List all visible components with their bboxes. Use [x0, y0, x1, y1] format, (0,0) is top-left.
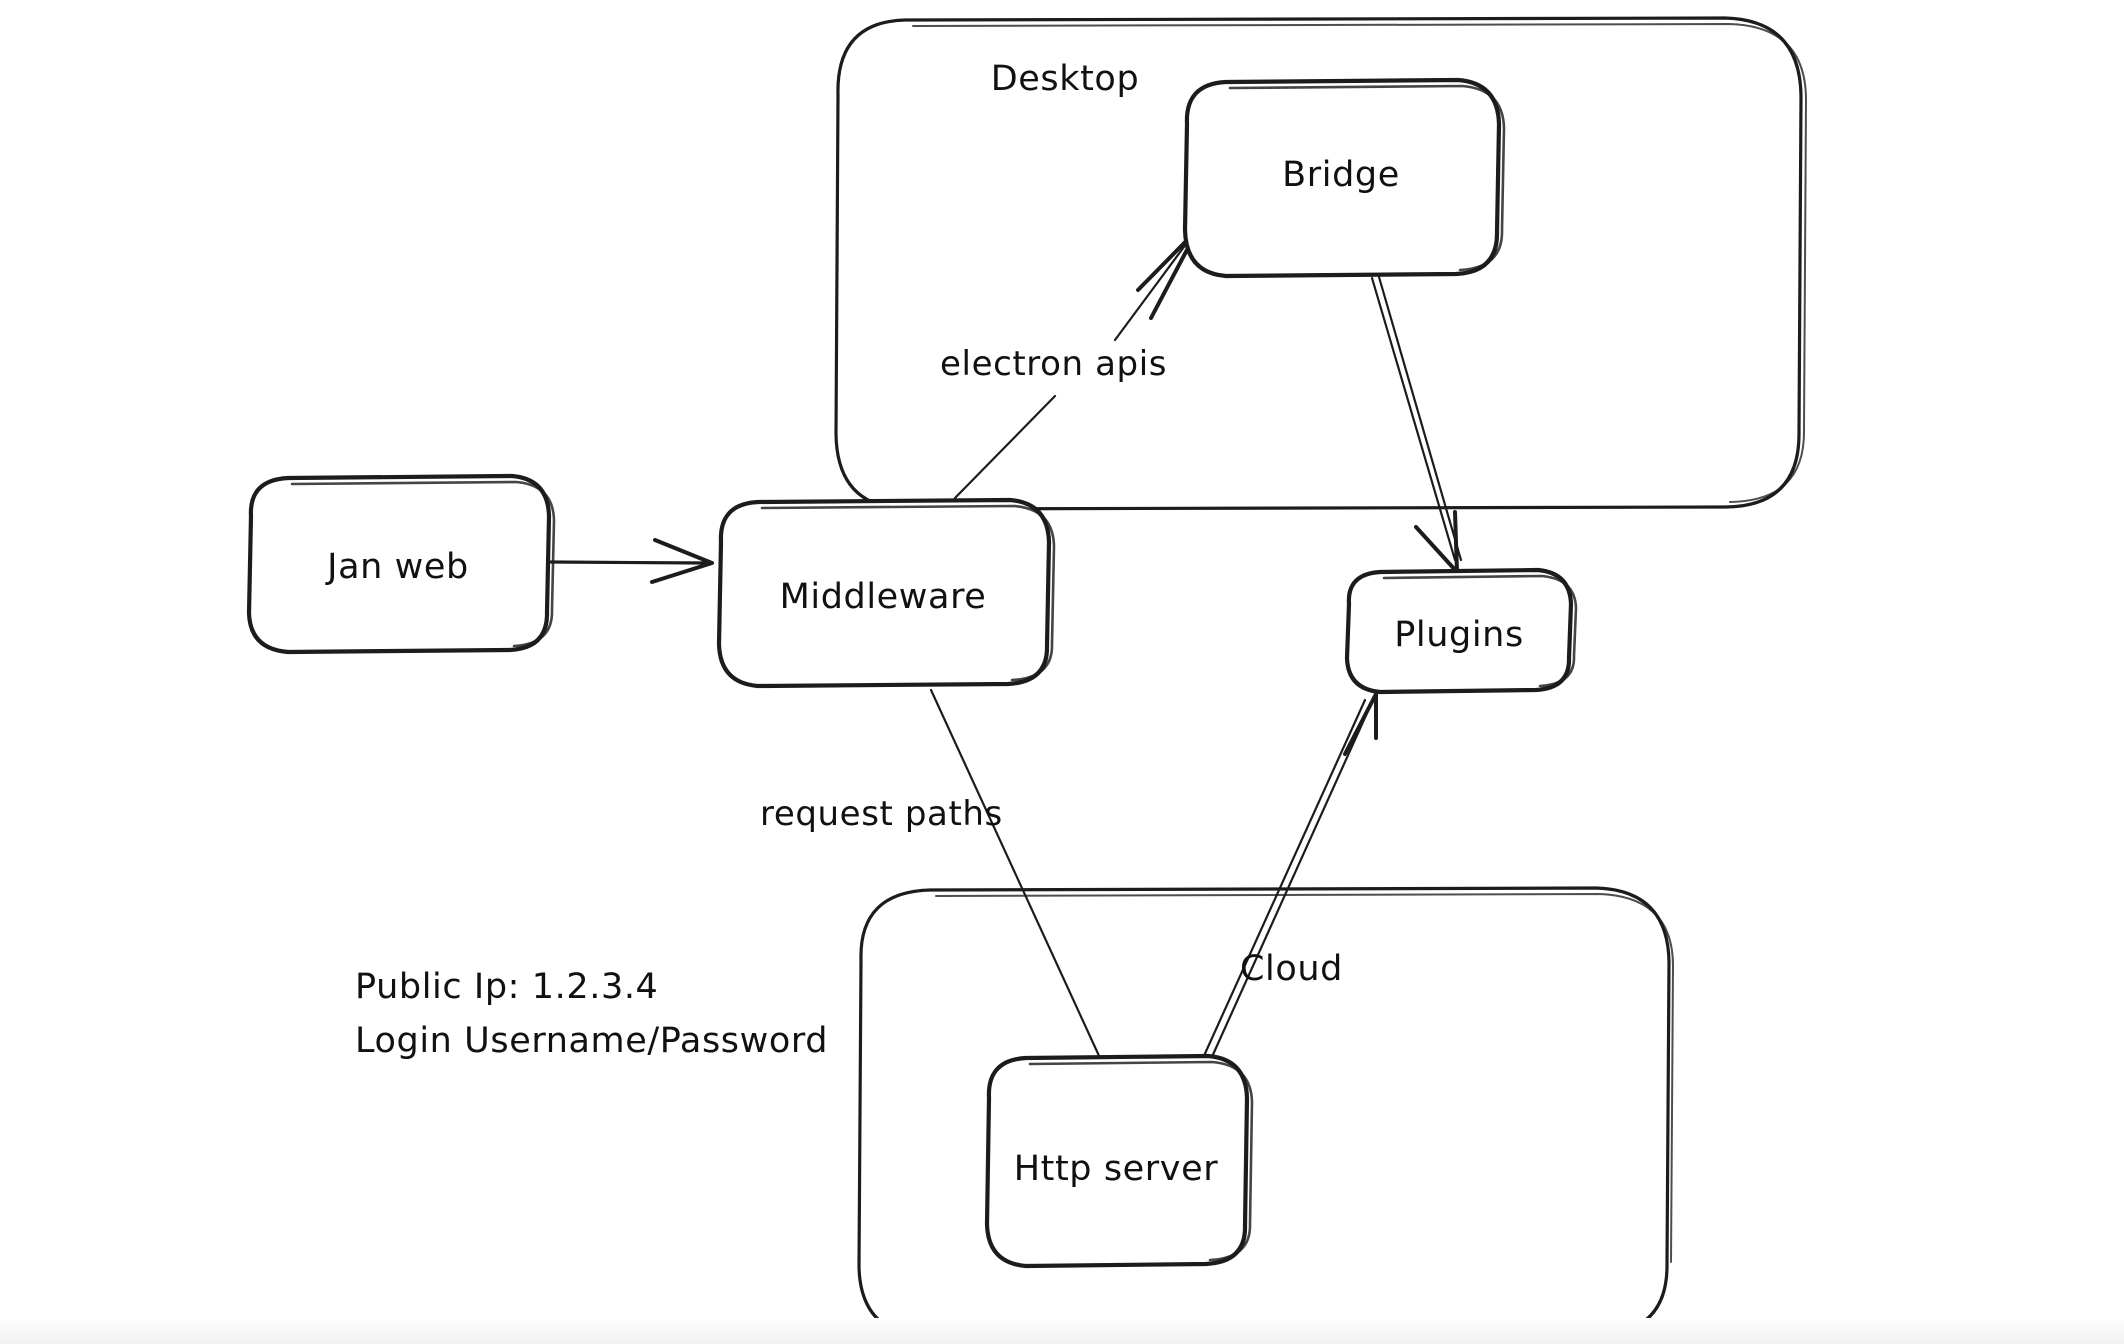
cloud-container-outline-sketch	[935, 893, 1674, 1263]
container-label-desktop: Desktop	[991, 59, 1140, 99]
edge-middleware-to-bridge[interactable]: electron apis	[940, 227, 1200, 500]
edge-line-a	[1370, 276, 1457, 562]
edge-label-electron-apis: electron apis	[940, 344, 1167, 384]
edge-line	[549, 560, 708, 565]
edge-bridge-to-plugins[interactable]	[1370, 275, 1463, 574]
edge-line	[953, 394, 1057, 500]
desktop-container-outline-sketch	[912, 23, 1807, 503]
node-label-plugins: Plugins	[1394, 615, 1524, 655]
node-box-outline-sketch	[290, 480, 556, 648]
arrowhead-icon	[650, 538, 714, 584]
edge-janweb-to-middleware[interactable]	[549, 538, 714, 584]
node-label-middleware: Middleware	[780, 577, 987, 617]
edge-label-request-paths: request paths	[760, 794, 1003, 834]
edge-line-a	[1201, 698, 1367, 1060]
node-middleware[interactable]: Middleware	[716, 497, 1056, 689]
node-box-outline-sketch	[1382, 574, 1578, 688]
edge-line	[929, 688, 1102, 1060]
edge-middleware-to-httpserver[interactable]: request paths	[760, 688, 1102, 1060]
note-line-login: Login Username/Password	[355, 1021, 828, 1061]
node-plugins[interactable]: Plugins	[1344, 567, 1578, 695]
node-label-jan-web: Jan web	[325, 547, 469, 587]
edge-httpserver-to-plugins[interactable]: Cloud	[1201, 692, 1378, 1061]
arrowhead-icon	[1343, 692, 1378, 756]
node-box-outline-sketch	[760, 504, 1056, 682]
node-label-http-server: Http server	[1014, 1149, 1219, 1189]
edge-line-upper	[1113, 234, 1194, 342]
note-public-ip: Public Ip: 1.2.3.4 Login Username/Passwo…	[355, 967, 828, 1061]
edge-line-b	[1209, 700, 1374, 1061]
node-jan-web[interactable]: Jan web	[246, 473, 556, 655]
arrowhead-icon	[1414, 510, 1459, 574]
edge-line-b	[1377, 275, 1463, 562]
container-label-cloud: Cloud	[1240, 949, 1343, 989]
node-box-outline-sketch	[1228, 84, 1506, 272]
node-bridge[interactable]: Bridge	[1182, 77, 1506, 279]
note-line-public-ip: Public Ip: 1.2.3.4	[355, 967, 658, 1007]
node-label-bridge: Bridge	[1282, 155, 1400, 195]
node-http-server[interactable]: Http server	[984, 1053, 1254, 1269]
node-box-outline-sketch	[1028, 1060, 1254, 1262]
